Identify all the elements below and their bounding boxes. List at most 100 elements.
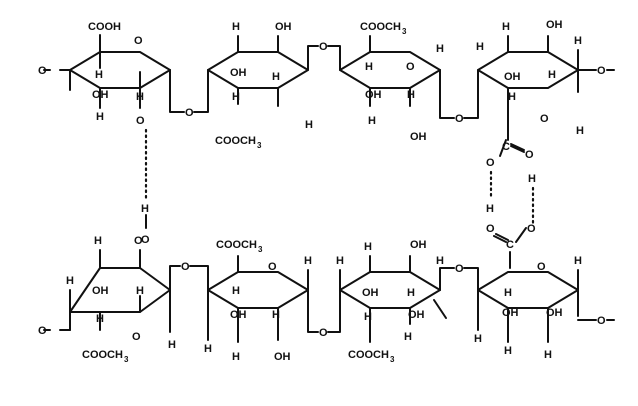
covalent-bond-line	[515, 227, 527, 243]
atom-label-h: H	[486, 203, 494, 215]
covalent-bond-line	[69, 267, 171, 313]
covalent-bond-line	[439, 69, 479, 119]
bottom-ring-2: COOCH 3 O H OH H H H OH H	[204, 239, 312, 363]
atom-label-h: H	[548, 69, 556, 81]
atom-label-h: H	[436, 43, 444, 55]
atom-label-sub3: 3	[390, 355, 395, 364]
atom-label-h: H	[204, 343, 212, 355]
atom-label-o: O	[136, 115, 145, 127]
atom-label-h: H	[66, 275, 74, 287]
covalent-bond-line	[339, 255, 441, 343]
covalent-bond-line	[169, 69, 209, 113]
atom-label-o: O	[486, 223, 495, 235]
atom-label-cooch3: COOCH	[216, 239, 257, 251]
top-ring-3: COOCH 3 H O OH H H OH H	[339, 21, 444, 143]
atom-label-oh: OH	[546, 307, 563, 319]
atom-label-h: H	[232, 351, 240, 363]
top-ring-4: H H OH OH H H O H H O	[476, 19, 615, 141]
atom-label-h: H	[407, 287, 415, 299]
atom-label-h: H	[96, 111, 104, 123]
atom-label-oh: OH	[504, 71, 521, 83]
covalent-bond-line	[477, 271, 579, 309]
atom-label-cooch3: COOCH	[348, 349, 389, 361]
atom-label-o: O	[537, 261, 546, 273]
atom-label-sub3: 3	[257, 141, 262, 150]
atom-label-h: H	[576, 125, 584, 137]
atom-label-h: H	[96, 313, 104, 325]
atom-label-oh: OH	[92, 285, 109, 297]
atom-label-sub3: 3	[124, 355, 129, 364]
atom-label-h: H	[407, 89, 415, 101]
atom-label-o: O	[132, 331, 141, 343]
atom-label-oh: OH	[502, 307, 519, 319]
atom-label-cooch3: COOCH	[215, 135, 256, 147]
bottom-ring-3: H H OH OH H H OH COOCH 3 H H	[336, 239, 447, 364]
covalent-bond-line	[433, 299, 447, 319]
atom-label-h: H	[95, 69, 103, 81]
atom-label-oh: OH	[410, 131, 427, 143]
atom-label-o: O	[319, 327, 328, 339]
bottom-chain: O H O H OH H H O COOCH 3 H O COOCH 3 O H	[38, 235, 615, 364]
atom-label-cooch3: COOCH	[82, 349, 123, 361]
atom-label-h: H	[504, 345, 512, 357]
atom-label-h: H	[474, 333, 482, 345]
atom-label-h: H	[168, 339, 176, 351]
atom-label-h: H	[436, 255, 444, 267]
top-chain: O COOH H OH H O H O O H OH OH H H COOCH …	[38, 19, 615, 150]
bottom-ring-1: H O H OH H H O COOCH 3 H	[66, 235, 176, 364]
atom-label-o: O	[141, 234, 150, 246]
atom-label-oh: OH	[410, 239, 427, 251]
atom-label-sub3: 3	[258, 245, 263, 254]
atom-label-h: H	[476, 41, 484, 53]
atom-label-h: H	[336, 255, 344, 267]
atom-label-h: H	[404, 331, 412, 343]
covalent-bond-line	[307, 45, 341, 71]
atom-label-o: O	[181, 261, 190, 273]
atom-label-oh: OH	[92, 89, 109, 101]
atom-label-h: H	[364, 311, 372, 323]
covalent-bond-line	[507, 35, 597, 141]
atom-label-h: H	[528, 173, 536, 185]
top-ring-2: H OH OH H H COOCH 3 H	[207, 21, 313, 150]
atom-label-h: H	[94, 235, 102, 247]
atom-label-o: O	[486, 157, 495, 169]
atom-label-end: O	[597, 315, 606, 327]
top-ring-1: COOH H OH H O H O	[69, 21, 171, 127]
covalent-bond-line	[69, 34, 171, 109]
atom-label-cooch3: COOCH	[360, 21, 401, 33]
atom-label-h: H	[574, 255, 582, 267]
atom-label-oh: OH	[362, 287, 379, 299]
atom-label-h: H	[136, 91, 144, 103]
covalent-bond-line	[69, 249, 171, 333]
bottom-ring-4: O H OH OH H H H H O	[474, 255, 615, 361]
atom-label-h: H	[508, 91, 516, 103]
covalent-bond-line	[207, 35, 279, 107]
atom-label-o: O	[319, 41, 328, 53]
atom-label-oh: OH	[275, 21, 292, 33]
atom-label-h: H	[141, 203, 149, 215]
covalent-bond-line	[307, 289, 341, 333]
covalent-bond-line	[499, 139, 507, 157]
atom-label-h: H	[232, 285, 240, 297]
atom-label-o: O	[134, 235, 143, 247]
covalent-bond-line	[207, 51, 309, 89]
top-left-terminal-oxygen: O	[38, 65, 47, 77]
covalent-bond-line	[439, 267, 479, 291]
atom-label-oh: OH	[230, 309, 247, 321]
atom-label-c: C	[506, 239, 514, 251]
covalent-bond-line	[69, 51, 171, 89]
atom-label-h: H	[272, 309, 280, 321]
atom-label-o: O	[268, 261, 277, 273]
atom-label-h: H	[544, 349, 552, 361]
atom-label-h: H	[574, 35, 582, 47]
atom-label-oh: OH	[546, 19, 563, 31]
atom-label-o: O	[185, 107, 194, 119]
covalent-bond-line	[369, 35, 441, 107]
atom-label-cooh: COOH	[88, 21, 121, 33]
covalent-bond-line	[207, 255, 309, 343]
atom-label-h: H	[305, 119, 313, 131]
atom-label-h: H	[504, 287, 512, 299]
atom-label-h: H	[368, 115, 376, 127]
atom-label-h: H	[502, 21, 510, 33]
